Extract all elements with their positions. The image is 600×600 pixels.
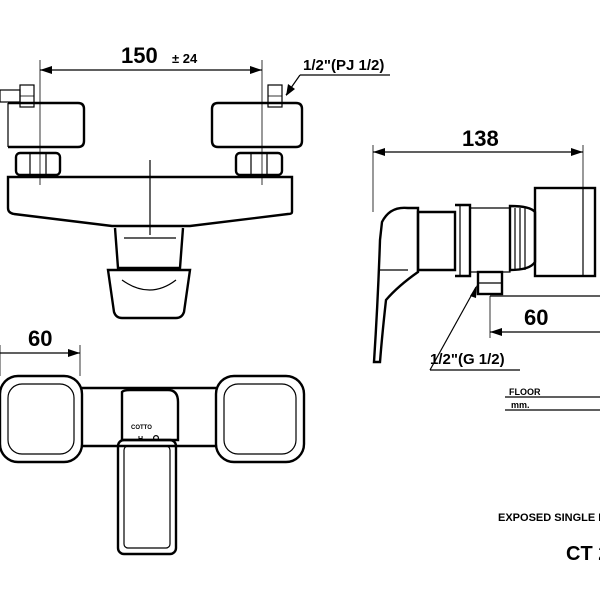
- title-block: EXPOSED SINGLE LI CT 21: [498, 512, 600, 565]
- inlet-thread-callout: 1/2"(PJ 1/2): [285, 57, 390, 96]
- brand-logo-mark: COTTO: [131, 425, 152, 431]
- model-number: CT 21: [566, 543, 600, 565]
- floor-label: FLOOR: [509, 387, 541, 397]
- front-view: 150 ± 24 1/2"(PJ 1/2): [0, 43, 390, 320]
- dimension-150-label: 150: [121, 43, 158, 68]
- outlet-thread-label: 1/2"(G 1/2): [430, 351, 505, 368]
- side-view: 138 1/2"(G 1/2): [372, 126, 600, 411]
- dimension-60-side-label: 60: [524, 305, 548, 330]
- unit-label: mm.: [511, 400, 530, 410]
- product-type: EXPOSED SINGLE LI: [498, 512, 600, 524]
- dimension-60-side: 60: [489, 295, 600, 338]
- hot-indicator: H: [138, 436, 143, 443]
- cold-indicator-dot: [153, 435, 160, 442]
- dimension-150: 150 ± 24: [39, 43, 263, 185]
- dimension-60-top: 60: [0, 326, 81, 376]
- dimension-138: 138: [372, 126, 584, 212]
- dimension-60-top-label: 60: [28, 326, 52, 351]
- dimension-150-tolerance: ± 24: [172, 51, 198, 66]
- top-view: 60 COTTO H: [0, 326, 306, 556]
- inlet-thread-label: 1/2"(PJ 1/2): [303, 57, 384, 74]
- dimension-138-label: 138: [462, 126, 499, 151]
- outlet-thread-callout: 1/2"(G 1/2): [429, 285, 520, 371]
- floor-reference: FLOOR mm.: [505, 387, 600, 411]
